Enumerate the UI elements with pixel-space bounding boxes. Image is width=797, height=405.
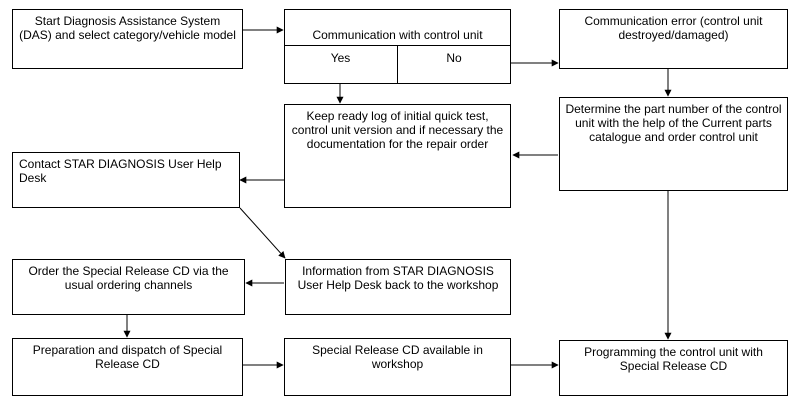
comm-error-box: Communication error (control unit destro… — [559, 9, 788, 69]
arrow-contact-help-to-info-help — [239, 207, 286, 259]
yes-option: Yes — [330, 51, 351, 65]
start-das-box: Start Diagnosis Assistance System (DAS) … — [12, 9, 243, 69]
prep-dispatch-box: Preparation and dispatch of Special Rele… — [12, 338, 243, 396]
determine-part-box: Determine the part number of the control… — [559, 97, 788, 191]
order-cd-box: Order the Special Release CD via the usu… — [12, 259, 245, 315]
contact-help-box: Contact STAR DIAGNOSIS User Help Desk — [12, 152, 240, 208]
decision-divider-vertical — [397, 45, 398, 84]
keep-log-box: Keep ready log of initial quick test, co… — [284, 104, 511, 208]
communication-label: Communication with control unit — [312, 28, 483, 42]
info-help-box: Information from STAR DIAGNOSIS User Hel… — [285, 259, 511, 315]
cd-available-box: Special Release CD available in workshop — [284, 338, 511, 396]
no-option: No — [446, 51, 462, 65]
programming-box: Programming the control unit with Specia… — [559, 340, 788, 396]
